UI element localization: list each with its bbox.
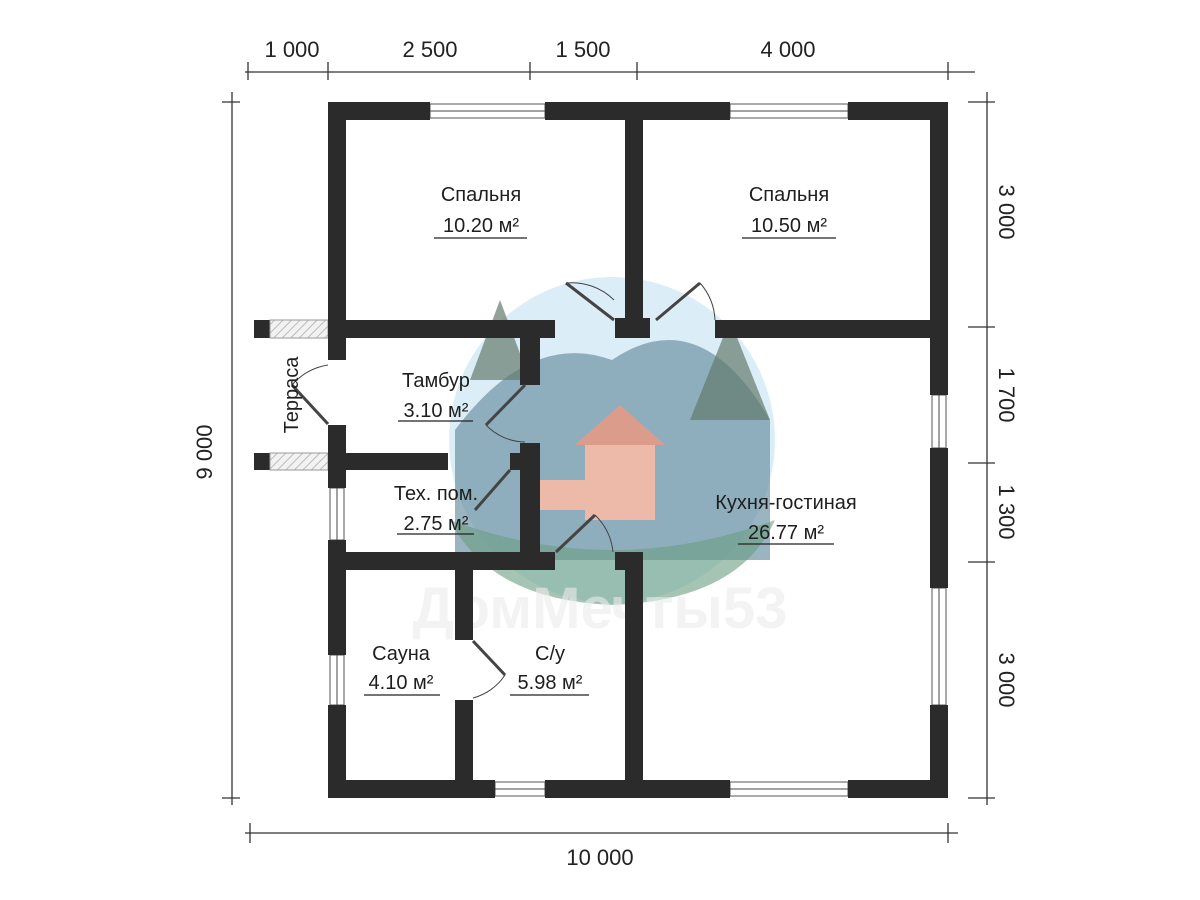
room-name: Сауна	[372, 643, 431, 665]
room-bedroom-1: Спальня 10.20 м²	[434, 184, 527, 239]
room-sauna: Сауна 4.10 м²	[364, 643, 440, 696]
dim-right-2: 1 700	[994, 367, 1019, 422]
dim-left: 9 000	[192, 424, 217, 479]
svg-text:ДомМечты53: ДомМечты53	[413, 576, 788, 641]
room-kitchen-living: Кухня-гостиная 26.77 м²	[715, 492, 857, 545]
terrace-railing	[254, 319, 329, 471]
room-area: 26.77 м²	[748, 522, 824, 544]
room-bathroom: С/у 5.98 м²	[510, 643, 589, 696]
room-name: Спальня	[441, 184, 521, 206]
room-area: 3.10 м²	[404, 400, 469, 422]
room-area: 5.98 м²	[518, 672, 583, 694]
room-area: 10.50 м²	[751, 215, 827, 237]
dimension-left: 9 000	[192, 92, 240, 805]
dimension-right: 3 000 1 700 1 300 3 000	[968, 92, 1019, 805]
room-vestibule: Тамбур 3.10 м²	[398, 370, 473, 422]
dim-right-1: 3 000	[994, 184, 1019, 239]
room-area: 2.75 м²	[404, 513, 469, 535]
dim-top-4: 4 000	[760, 37, 815, 62]
walls	[328, 102, 948, 798]
room-bedroom-2: Спальня 10.50 м²	[742, 184, 836, 239]
room-area: 10.20 м²	[443, 215, 519, 237]
room-name: Спальня	[749, 184, 829, 206]
room-name: Тех. пом.	[394, 483, 478, 505]
dim-right-4: 3 000	[994, 652, 1019, 707]
room-name: Кухня-гостиная	[715, 492, 857, 514]
terrace-label: Терраса	[281, 356, 303, 434]
dim-bottom: 10 000	[566, 845, 633, 870]
room-name: Тамбур	[402, 370, 470, 392]
dim-top-2: 2 500	[402, 37, 457, 62]
dim-top-3: 1 500	[555, 37, 610, 62]
doors	[290, 281, 716, 699]
room-area: 4.10 м²	[369, 672, 434, 694]
dimension-bottom: 10 000	[245, 823, 958, 870]
dim-top-1: 1 000	[264, 37, 319, 62]
dim-right-3: 1 300	[994, 484, 1019, 539]
dimension-top: 1 000 2 500 1 500 4 000	[245, 37, 975, 80]
room-name: С/у	[535, 643, 565, 665]
room-utility: Тех. пом. 2.75 м²	[394, 483, 478, 535]
